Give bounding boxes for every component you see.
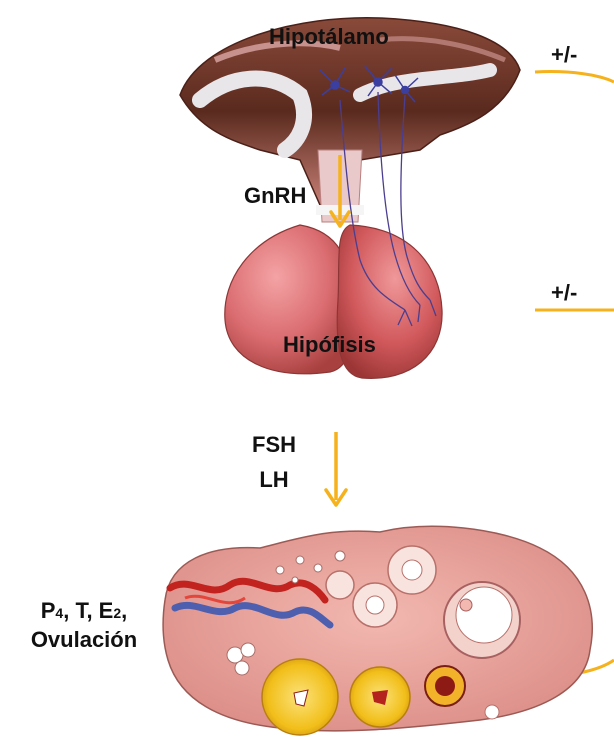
ovulation-label: Ovulación [10,627,158,652]
fsh-label: FSH [238,432,310,457]
hormones-line: P4, T, E2, [10,598,158,623]
estradiol-subscript: 2 [113,605,121,621]
testosterone-estradiol-text: , T, E [63,598,113,623]
lh-label: LH [238,467,310,492]
pituitary-label: Hipófisis [283,332,376,357]
fsh-lh-arrow [326,432,346,505]
hormones-trailing-comma: , [121,598,127,623]
gnrh-label: GnRH [244,183,306,208]
hypothalamus-label: Hipotálamo [269,24,389,49]
feedback-label-top: +/- [551,42,577,67]
feedback-label-middle: +/- [551,280,577,305]
progesterone-letter: P [41,598,56,623]
ovary-illustration [163,526,592,735]
ovary-outputs-label: P4, T, E2, Ovulación [10,598,158,653]
fsh-lh-labels: FSH LH [238,432,310,493]
